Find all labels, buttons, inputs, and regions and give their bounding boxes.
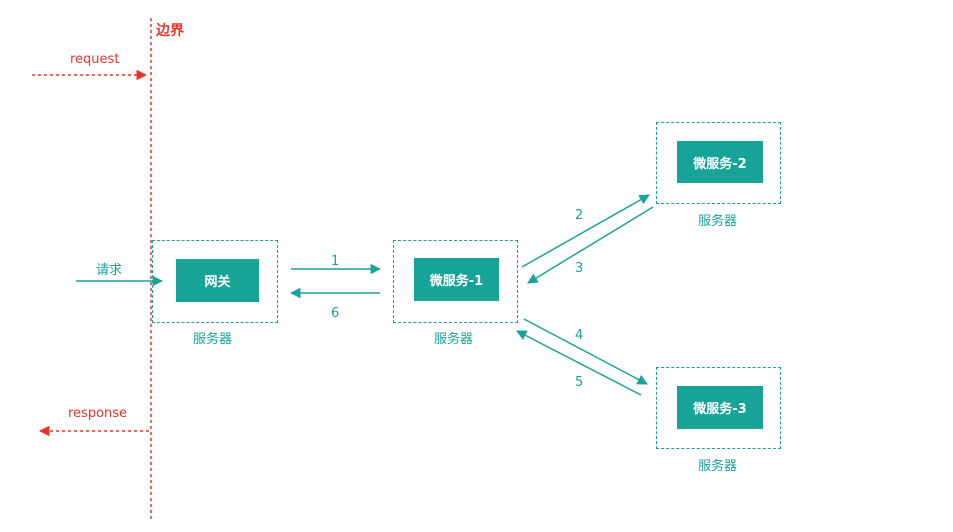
gateway-server-frame <box>152 240 278 323</box>
ms2-server-label: 服务器 <box>698 214 738 229</box>
ms2-box[interactable]: 微服务-2 <box>677 141 763 183</box>
step-6-label: 6 <box>331 306 340 321</box>
ms1-server-label: 服务器 <box>434 332 474 347</box>
arrow-step-5 <box>516 330 642 396</box>
ms3-server-frame <box>656 367 781 449</box>
ms3-box[interactable]: 微服务-3 <box>677 386 763 429</box>
arrow-step-4 <box>523 318 648 385</box>
step-5-label: 5 <box>575 375 584 390</box>
ms2-server-frame <box>656 122 781 204</box>
gateway-server-label: 服务器 <box>193 332 233 347</box>
boundary-title: 边界 <box>156 23 184 39</box>
step-3-label: 3 <box>575 261 584 276</box>
step-1-label: 1 <box>331 254 340 269</box>
ms3-server-label: 服务器 <box>698 459 738 474</box>
step-2-label: 2 <box>575 208 584 223</box>
step-4-label: 4 <box>575 328 584 343</box>
response-label: response <box>68 406 128 421</box>
ms1-server-frame <box>393 240 518 323</box>
arrow-step-2 <box>521 194 650 268</box>
gateway-box[interactable]: 网关 <box>176 259 259 302</box>
arrow-step-3 <box>527 206 654 284</box>
client-request-label: 请求 <box>96 263 123 278</box>
ms1-box[interactable]: 微服务-1 <box>414 258 499 301</box>
request-label: request <box>70 52 120 67</box>
